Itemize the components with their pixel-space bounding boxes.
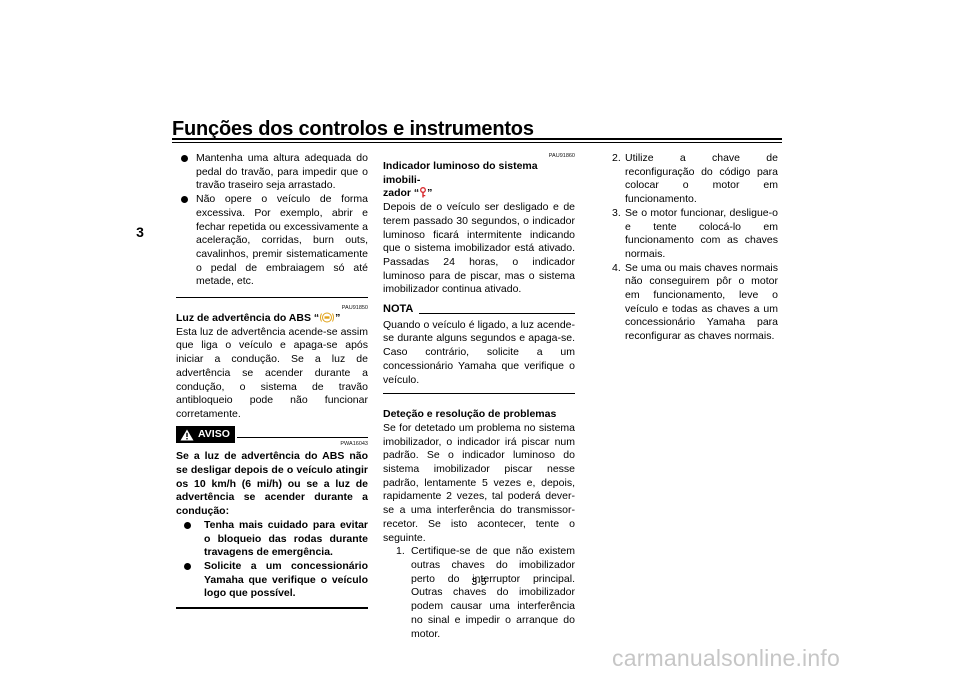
numbered-step: 2. Utilize a chave de reconfiguração do …	[612, 152, 778, 206]
aviso-bullet: Solicite a um concessionário Yamaha que …	[176, 560, 368, 601]
bullet-item: Mantenha uma altura adequada do pedal do…	[176, 152, 368, 193]
aviso-end-rule	[176, 607, 368, 610]
troubleshoot-heading: Deteção e resolução de problemas	[383, 408, 557, 421]
page-title: Funções dos controlos e instrumentos	[172, 118, 534, 140]
section-divider	[176, 297, 368, 299]
watermark: carmanualsonline.info	[612, 645, 840, 671]
immobilizer-key-icon	[420, 187, 427, 198]
column-2: PAU91860 Indicador luminoso do sistema i…	[383, 152, 575, 641]
bullet-text: Não opere o veículo de forma excessiva. …	[196, 193, 368, 288]
immobilizer-body: Depois de o veículo ser desligado e de t…	[383, 201, 575, 296]
page-number: 3-5	[471, 576, 487, 588]
bullet-dot-icon	[181, 155, 188, 162]
column-3: 2. Utilize a chave de reconfiguração do …	[612, 152, 778, 344]
nota-body: Quando o veículo é ligado, a luz acende-…	[383, 318, 575, 386]
bullet-dot-icon	[184, 562, 191, 570]
numbered-step: 4. Se uma ou mais chaves normais não con…	[612, 261, 778, 343]
nota-header: NOTA	[383, 303, 575, 317]
abs-warning-icon	[320, 312, 335, 323]
aviso-bullet: Tenha mais cuidado para evitar o bloquei…	[176, 519, 368, 560]
section-code: PAU91860	[548, 153, 575, 159]
bullet-dot-icon	[181, 196, 188, 204]
aviso-header: AVISO	[176, 425, 368, 444]
bullet-dot-icon	[184, 521, 191, 529]
numbered-step: 1. Certifique-se de que não existem outr…	[396, 545, 575, 640]
nota-end-rule	[383, 393, 575, 395]
chapter-number: 3	[136, 224, 144, 240]
column-1: Mantenha uma altura adequada do pedal do…	[176, 152, 368, 610]
aviso-intro: Se a luz de advertência do ABS não se de…	[176, 450, 368, 518]
abs-heading: Luz de advertência do ABS “ ”	[176, 312, 341, 325]
title-rule-thin	[172, 142, 782, 143]
nota-rule	[419, 312, 575, 314]
bullet-item: Não opere o veículo de forma excessiva. …	[176, 193, 368, 289]
aviso-badge: AVISO	[176, 425, 235, 444]
bullet-text: Mantenha uma altura adequada do pedal do…	[196, 152, 368, 192]
title-rule	[172, 138, 782, 140]
troubleshoot-body: Se for detetado um problema no sistema i…	[383, 421, 575, 544]
warning-triangle-icon	[180, 429, 194, 440]
section-code: PAU91850	[341, 305, 368, 312]
numbered-step: 3. Se o motor funcionar, desligue-o e te…	[612, 206, 778, 260]
abs-body: Esta luz de advertência acende-se assim …	[176, 325, 368, 420]
nota-label: NOTA	[383, 303, 414, 316]
immobilizer-heading: Indicador luminoso do sistema imobili- z…	[383, 160, 538, 200]
aviso-rule	[236, 437, 368, 438]
aviso-code: PWA16043	[340, 441, 368, 448]
